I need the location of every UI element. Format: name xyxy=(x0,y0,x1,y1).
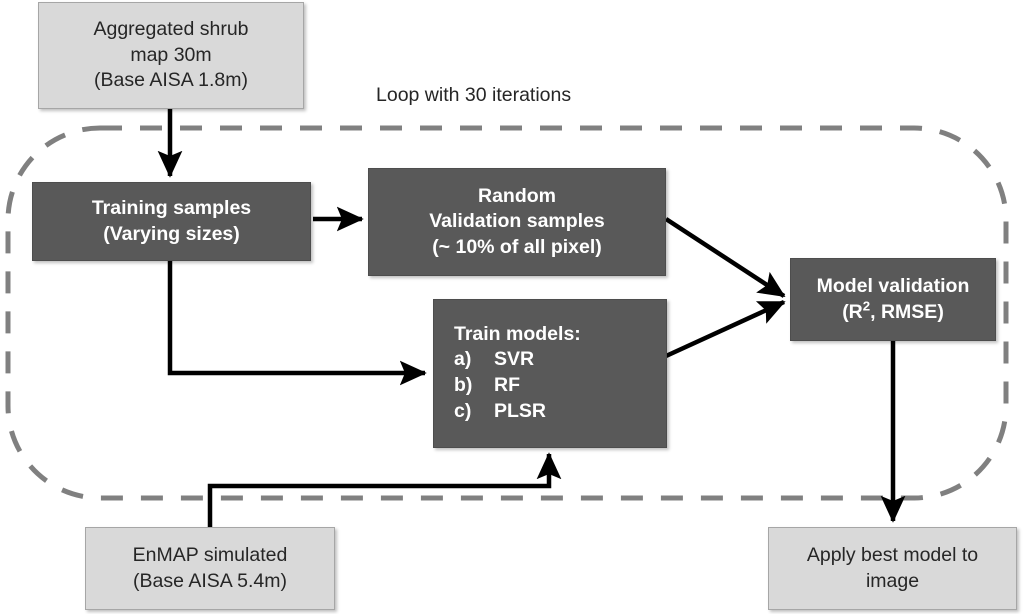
training-samples-line-1: Training samples xyxy=(91,197,252,220)
train-models-marker-a: a) xyxy=(454,348,472,371)
train-models-label-a: SVR xyxy=(494,348,535,371)
node-random-validation-samples-text: Random Validation samples (~ 10% of all … xyxy=(369,184,665,260)
arrow-training-to-trainmodels xyxy=(167,261,427,386)
node-model-validation-text: Model validation (R2, RMSE) xyxy=(791,274,995,325)
enmap-simulated-line-2: (Base AISA 5.4m) xyxy=(133,569,287,592)
apply-best-model-line-2: image xyxy=(865,569,920,592)
node-apply-best-model: Apply best model to image xyxy=(768,527,1017,610)
random-validation-line-1: Random xyxy=(478,184,556,207)
aggregated-shrub-map-line-2: map 30m xyxy=(130,43,212,66)
train-models-item-a: a) SVR xyxy=(454,347,660,373)
node-random-validation-samples: Random Validation samples (~ 10% of all … xyxy=(368,168,666,276)
model-validation-metric-prefix: (R xyxy=(842,300,863,323)
train-models-list: a) SVR b) RF c) PLSR xyxy=(440,347,660,425)
train-models-heading: Train models: xyxy=(454,322,581,345)
loop-boundary-dashed-rect xyxy=(5,125,1009,501)
model-validation-metric-suffix: , RMSE) xyxy=(870,300,944,323)
train-models-marker-c: c) xyxy=(454,400,472,423)
model-validation-line-1: Model validation xyxy=(816,275,970,298)
node-training-samples: Training samples (Varying sizes) xyxy=(32,182,311,261)
model-validation-metric-superscript: 2 xyxy=(862,298,871,313)
training-samples-line-2: (Varying sizes) xyxy=(103,222,240,245)
train-models-label-b: RF xyxy=(494,374,520,397)
arrow-trainmodels-to-modelvalidation xyxy=(665,299,786,359)
node-enmap-simulated: EnMAP simulated (Base AISA 5.4m) xyxy=(85,527,335,610)
apply-best-model-line-1: Apply best model to xyxy=(806,544,979,567)
node-aggregated-shrub-map-text: Aggregated shrub map 30m (Base AISA 1.8m… xyxy=(39,17,303,93)
aggregated-shrub-map-line-1: Aggregated shrub xyxy=(93,18,249,41)
random-validation-line-2: Validation samples xyxy=(429,210,605,233)
model-validation-line-2: (R2, RMSE) xyxy=(797,298,989,325)
loop-iterations-label: Loop with 30 iterations xyxy=(376,84,572,106)
aggregated-shrub-map-line-3: (Base AISA 1.8m) xyxy=(94,69,248,92)
node-model-validation: Model validation (R2, RMSE) xyxy=(790,258,996,341)
enmap-simulated-line-1: EnMAP simulated xyxy=(132,544,288,567)
train-models-item-b: b) RF xyxy=(454,373,660,399)
random-validation-line-3: (~ 10% of all pixel) xyxy=(432,235,602,258)
train-models-marker-b: b) xyxy=(454,374,473,397)
node-apply-best-model-text: Apply best model to image xyxy=(769,543,1016,594)
node-training-samples-text: Training samples (Varying sizes) xyxy=(33,196,310,247)
train-models-label-c: PLSR xyxy=(494,400,547,423)
node-train-models-text: Train models: a) SVR b) RF c) PLSR xyxy=(434,322,666,425)
arrow-enmap-to-trainmodels xyxy=(207,452,562,528)
train-models-item-c: c) PLSR xyxy=(454,399,660,425)
arrow-validation-to-modelvalidation xyxy=(664,217,786,298)
node-train-models: Train models: a) SVR b) RF c) PLSR xyxy=(433,299,667,448)
node-enmap-simulated-text: EnMAP simulated (Base AISA 5.4m) xyxy=(86,543,334,594)
node-aggregated-shrub-map: Aggregated shrub map 30m (Base AISA 1.8m… xyxy=(38,2,304,109)
